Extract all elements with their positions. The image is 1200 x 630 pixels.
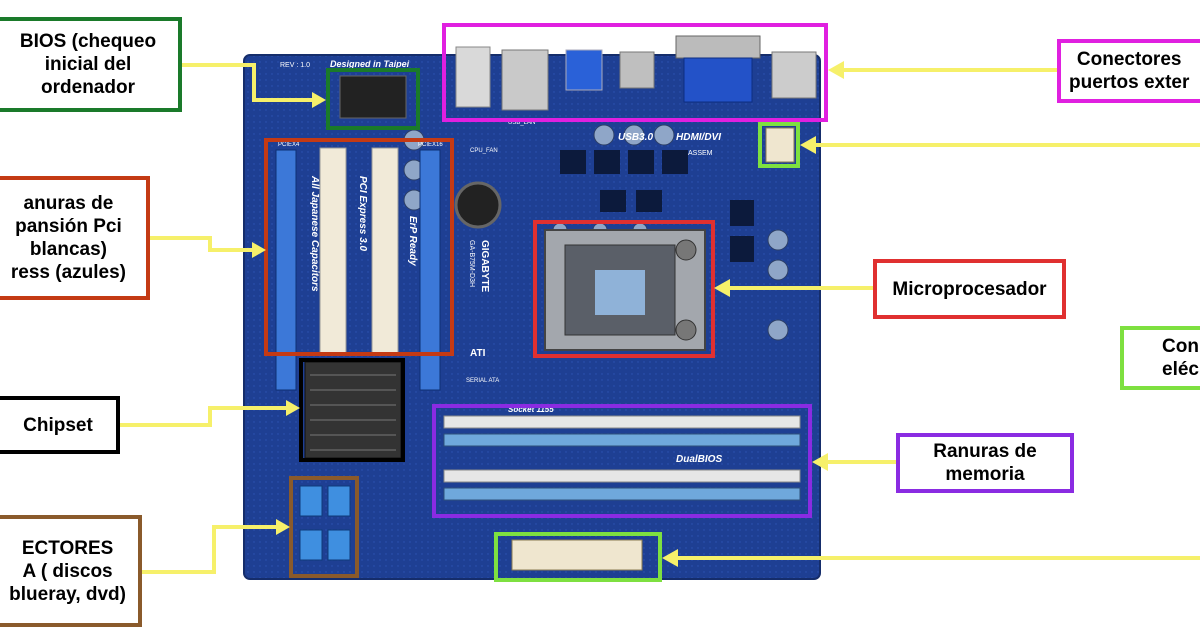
label-sata: ECTORES A ( discos blueray, dvd) bbox=[0, 515, 142, 627]
atx-power-connector bbox=[511, 539, 643, 571]
sata-arrowhead bbox=[276, 519, 290, 535]
label-microprocessor: Microprocesador bbox=[873, 259, 1066, 319]
brand-text: GIGABYTE bbox=[479, 240, 490, 293]
pci-slots bbox=[275, 147, 441, 391]
cpu-fan-text: CPU_FAN bbox=[470, 148, 498, 154]
chipset-arrowhead bbox=[286, 400, 300, 416]
sata-logo-text: SERIAL ATA bbox=[466, 378, 499, 384]
memory-highlight bbox=[432, 404, 812, 518]
cpu-power-highlight bbox=[758, 122, 800, 168]
label-external-ports: Conectores puertos exter bbox=[1057, 39, 1200, 103]
bios-chip bbox=[339, 75, 407, 119]
label-bios: BIOS (chequeo inicial del ordenador bbox=[0, 17, 182, 112]
dualbios-text: DualBIOS bbox=[676, 454, 722, 465]
designed-text: Designed in Taipei bbox=[330, 59, 410, 69]
usb-lan-text: USB_LAN bbox=[508, 120, 535, 126]
cmos-battery bbox=[454, 181, 502, 229]
cpu-socket bbox=[544, 229, 706, 351]
ports-highlight bbox=[442, 23, 828, 122]
usb3-text: USB3.0 bbox=[618, 132, 653, 143]
rev-text: REV : 1.0 bbox=[280, 62, 310, 69]
bios-highlight bbox=[326, 68, 420, 130]
power-highlight bbox=[494, 532, 662, 582]
chipset-fins bbox=[310, 374, 396, 451]
rear-io-ports bbox=[455, 35, 817, 111]
chipset-arrow bbox=[118, 406, 294, 427]
pciex16-text: PCIEX16 bbox=[418, 142, 443, 148]
vrm-area bbox=[560, 150, 754, 262]
pci-highlight bbox=[264, 138, 454, 356]
label-chipset: Chipset bbox=[0, 396, 120, 454]
capacitors-text: All Japanese Capacitors bbox=[309, 175, 320, 292]
bios-arrowhead bbox=[312, 92, 326, 108]
memory-arrowhead bbox=[812, 453, 828, 471]
pci-arrow bbox=[148, 236, 260, 252]
label-pci-slots: anuras de pansión Pci blancas) ress (azu… bbox=[0, 176, 150, 300]
socket-text: Socket 1155 bbox=[508, 405, 554, 414]
cpu-power-arrowhead bbox=[800, 136, 816, 154]
cpu-power-connector bbox=[765, 127, 795, 163]
chipset-heatsink bbox=[304, 361, 402, 459]
power-arrowhead bbox=[662, 549, 678, 567]
erp-text: ErP Ready bbox=[407, 216, 418, 266]
label-power: Con eléc bbox=[1120, 326, 1200, 390]
cpu-highlight bbox=[533, 220, 715, 358]
sata-connectors bbox=[299, 485, 351, 561]
ports-arrowhead bbox=[828, 61, 844, 79]
pciex4-text: PCIEX4 bbox=[278, 142, 300, 148]
ati-text: ATI bbox=[470, 348, 486, 359]
sata-arrow bbox=[140, 525, 284, 574]
label-memory-slots: Ranuras de memoria bbox=[896, 433, 1074, 493]
model-text: GA-B75M-D3H bbox=[468, 240, 475, 287]
pci-arrowhead bbox=[252, 242, 266, 258]
chipset-highlight bbox=[299, 358, 405, 462]
hdmi-text: HDMI/DVI bbox=[676, 132, 721, 143]
bios-arrow bbox=[180, 63, 320, 102]
sata-highlight bbox=[289, 476, 359, 578]
cpu-arrowhead bbox=[714, 279, 730, 297]
assem-text: ASSEM bbox=[688, 150, 713, 157]
memory-slots bbox=[443, 415, 801, 501]
pci-express-text: PCI Express 3.0 bbox=[357, 176, 368, 251]
